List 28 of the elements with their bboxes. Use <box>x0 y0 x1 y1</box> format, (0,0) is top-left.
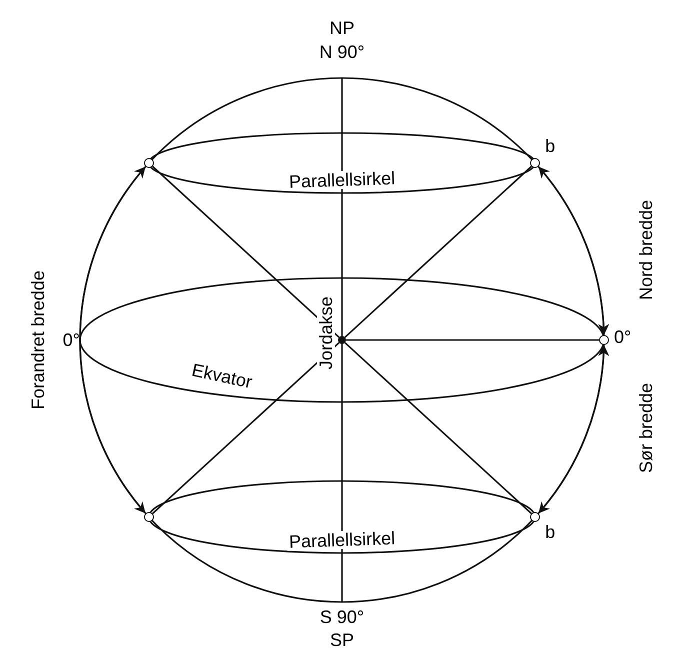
latitude-label: N 90° <box>318 43 366 61</box>
point-label: 0° <box>614 328 632 346</box>
radius-line <box>344 166 532 338</box>
point-marker <box>599 335 609 345</box>
radius-line <box>152 342 340 514</box>
arc-arrow <box>538 344 609 514</box>
point-label: b <box>545 136 556 155</box>
hemisphere-label: Sør bredde <box>637 382 655 476</box>
pole-label: SP <box>329 631 355 649</box>
pole-label: NP <box>328 19 356 37</box>
point-marker <box>144 158 154 168</box>
arc-arrow <box>79 166 146 340</box>
latitude-label: 0° <box>62 331 80 349</box>
point-marker <box>530 158 540 168</box>
radius-line <box>346 339 599 341</box>
point-marker <box>144 512 154 522</box>
hemisphere-label: Forandret bredde <box>29 269 47 412</box>
radius-line <box>152 166 340 338</box>
radius-line <box>344 342 532 514</box>
point-marker <box>530 512 540 522</box>
hemisphere-label: Nord bredde <box>637 198 655 302</box>
arc-arrow <box>79 340 146 514</box>
arc-arrow <box>538 166 609 336</box>
circle-label: Parallellsirkel <box>286 529 398 551</box>
latitude-label: S 90° <box>318 608 366 626</box>
circle-label: Ekvator <box>189 360 255 392</box>
axis-label: Jordakse <box>317 294 335 372</box>
point-label: b <box>545 523 556 541</box>
